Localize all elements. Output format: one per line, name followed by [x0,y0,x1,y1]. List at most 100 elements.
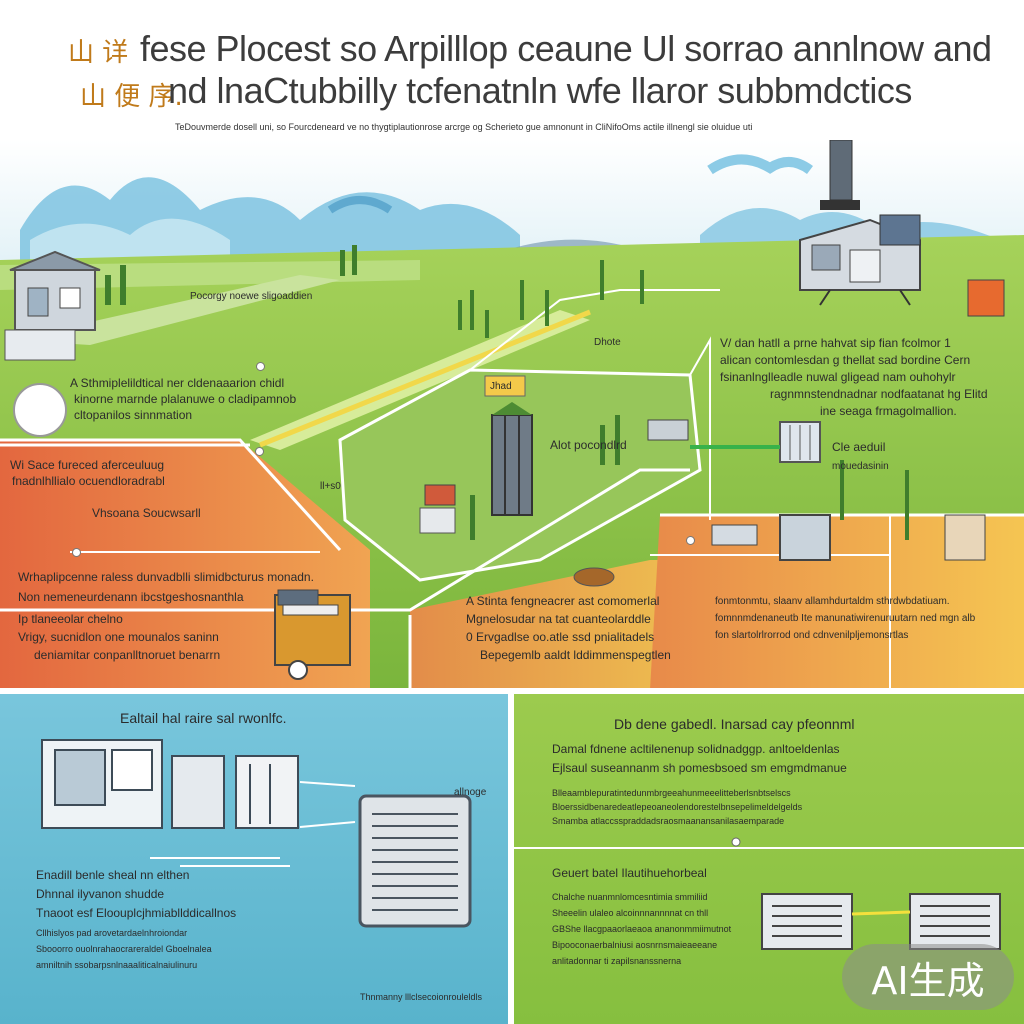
panel-right-bottom-5: anlitadonnar ti zapilsnanssnerna [552,956,682,966]
panel-left-line-5: Sbooorro ouolnrahaocrareraldel Gboelnale… [36,944,212,954]
gauge-circle [13,383,67,437]
panel-right-illustration [514,837,1024,950]
label-right-4: ragnmnstendnadnar nodfaatanat hg Elitd [770,387,988,401]
callout-dot [72,548,81,557]
label-mid-left-2: kinorne marnde plalanuwe o cladipamnob [74,392,297,406]
label-bottom-center-3: 0 Ervgadlse oo.atle ssd pnialitadels [466,630,655,644]
label-bottom-left-4: Vrigy, sucnidlon one mounalos saninn [18,630,219,644]
header-cjk-line-1: 山 详 [68,38,129,68]
panel-left-footer: Thnmanny lllclsecoionrouleldls [360,992,483,1002]
ai-generated-badge: AI生成 [842,944,1014,1010]
label-bottom-center-4: Bepegemlb aaldt lddimmenspegtlen [480,648,671,662]
panel-right-bottom-4: Bipooconaerbalniusi aosnrnsmaieaeeane [552,940,718,950]
landscape-illustration [0,140,1024,690]
panel-right-small-3: Smamba atlaccsspraddadsraosmaanansanilas… [552,816,785,826]
path-line [0,468,690,612]
red-sign [424,484,456,506]
radiator-unit [358,794,472,928]
label-sign: Jhad [490,381,512,392]
device-label: allnoge [454,787,487,798]
panel-left-line-6: amniltnih ssobarpsnlnaaaliticalnaiulinur… [36,960,198,970]
label-west-2: fnadnlhllialo ocuendloradrabl [12,474,165,488]
orange-box-right [967,279,1005,317]
label-west-1: Wi Sace fureced aferceuluug [10,458,165,472]
panel-right-subheading: Geuert batel Ilautihuehorbeal [552,866,707,880]
label-bottom-left-2: Non nemeneurdenann ibcstgeshosnanthla [18,590,244,604]
house-left [4,250,101,361]
panel-left-illustration [41,739,472,928]
label-west-3: Vhsoana Soucwsarll [92,506,201,520]
panel-right-bottom-2: Sheeelin ulaleo alcoinnnannnnat cn thll [552,908,709,918]
label-bottom-left-1: Wrhaplipcenne raless dunvadblli slimidbc… [18,570,314,584]
central-tower [491,402,533,516]
cloud-bird [327,196,393,214]
panel-right-top-1: Damal fdnene acltilenenup solidnadggp. a… [552,742,840,756]
panel-right-small-2: Bloerssidbenaredeatlepeoaneolendorestelb… [552,802,803,812]
label-bottom-left-5: deniamitar conpanlltnoruet benarrn [34,648,221,662]
callout-dot [256,362,265,371]
tree-row [105,245,909,540]
label-gauge: ll+s0 [320,481,341,492]
label-right-1: V/ dan hatll a prne hahvat sip fian fcol… [720,336,951,350]
title-line-1: fese Plocest so Arpilllop ceaune Ul sorr… [140,28,992,69]
label-bottom-right-3: fon slartolrlrorrod ond cdnvenilpljemons… [715,630,909,641]
label-top-center: Pocorgy noewe sligoaddien [190,291,313,302]
label-mid-left-3: cltopanilos sinnmation [74,408,193,422]
road-yellow-line [259,309,591,448]
vertical-divider [508,694,514,1024]
connector-pipe [851,910,911,916]
panel-left: Ealtail hal raire sal rwonlfc. [0,694,508,1024]
hvac-cabinet [41,739,299,829]
label-bottom-center-1: A Stinta fengneacrer ast comomerlal [466,594,660,608]
solar-device [779,421,821,463]
field-sign [484,375,526,397]
panel-right-dot [731,837,741,847]
label-bottom-right-2: fomnnmdenaneutb Ite manunatiwirenuruutar… [715,613,976,624]
small-machine [419,507,456,534]
panel-right-title: Db dene gabedl. Inarsad cay pfeonnml [614,716,855,732]
pump-unit [647,419,689,441]
label-right-5: ine seaga frmagolmallion. [820,404,957,418]
panel-right-bottom-1: Chalche nuanmnlomcesntimia smmiliid [552,892,708,902]
panel-left-line-2: Dhnnal ilyvanon shudde [36,887,165,901]
panel-left-title: Ealtail hal raire sal rwonlfc. [120,710,287,726]
label-bottom-left-3: Ip tlaneeolar chelno [18,612,123,626]
panel-left-line-4: Cllhislyos pad arovetardaelnhroiondar [36,928,188,938]
band-edge-left [0,438,342,552]
vent-unit-2 [909,893,1001,950]
green-pipe [690,445,780,449]
machine-bottom-left [274,589,351,680]
label-right-small-1: Cle aeduil [832,440,886,454]
label-bottom-center-2: Mgnelosudar na tat cuanteolarddle [466,612,651,626]
landscape-scene: Pocorgy noewe sligoaddien A Sthmiplelild… [0,140,1024,690]
machinery-right [711,514,986,561]
orange-band-right [650,515,1024,690]
vent-unit-1 [761,893,853,950]
leader-line-top [469,289,720,371]
leader-line-right [689,336,711,520]
label-right-small-2: mouedasinin [832,461,889,472]
label-bottom-right-1: fonmtonmtu, slaanv allamhdurtaldm sthrdw… [715,596,950,607]
factory-right [799,140,921,306]
panel-left-line-3: Tnaoot esf Eloouplcjhmiabllddicallnos [36,906,237,920]
panel-right-bottom-3: GBShe llacgpaaorlaeaoa ananonmmiimutnot [552,924,732,934]
panel-left-line-1: Enadill benle sheal nn elthen [36,868,190,882]
label-right-2: alican contomlesdan g thellat sad bordin… [720,353,971,367]
label-tower: Alot pocondlrd [550,438,627,452]
connector-lines [150,781,356,867]
label-post: Dhote [594,337,621,348]
label-right-3: fsinanlnglleadle nuwal gligead nam ouhoh… [720,370,956,384]
panel-right-small-1: Blleaamblepuratintedunmbrgeeahunmeeelitt… [552,788,791,798]
horizontal-divider [0,688,1024,694]
callout-dot [255,447,264,456]
header: 山 详 山 便 序. fese Plocest so Arpilllop cea… [0,0,1024,140]
log-item [573,567,615,587]
title-line-2: nd lnaCtubbilly tcfenatnln wfe llaror su… [168,70,912,111]
orange-band-center [410,560,720,690]
subtitle: TeDouvmerde dosell uni, so Fourcdeneard … [175,122,753,132]
cloud-right [707,154,813,175]
header-cjk-line-2: 山 便 序. [80,82,183,112]
panel-right-top-2: Ejlsaul suseannanm sh pomesbsoed sm emgm… [552,761,847,775]
label-mid-left-1: A Sthmiplelildtical ner cldenaaarion chi… [70,376,285,390]
callout-dot [686,536,695,545]
